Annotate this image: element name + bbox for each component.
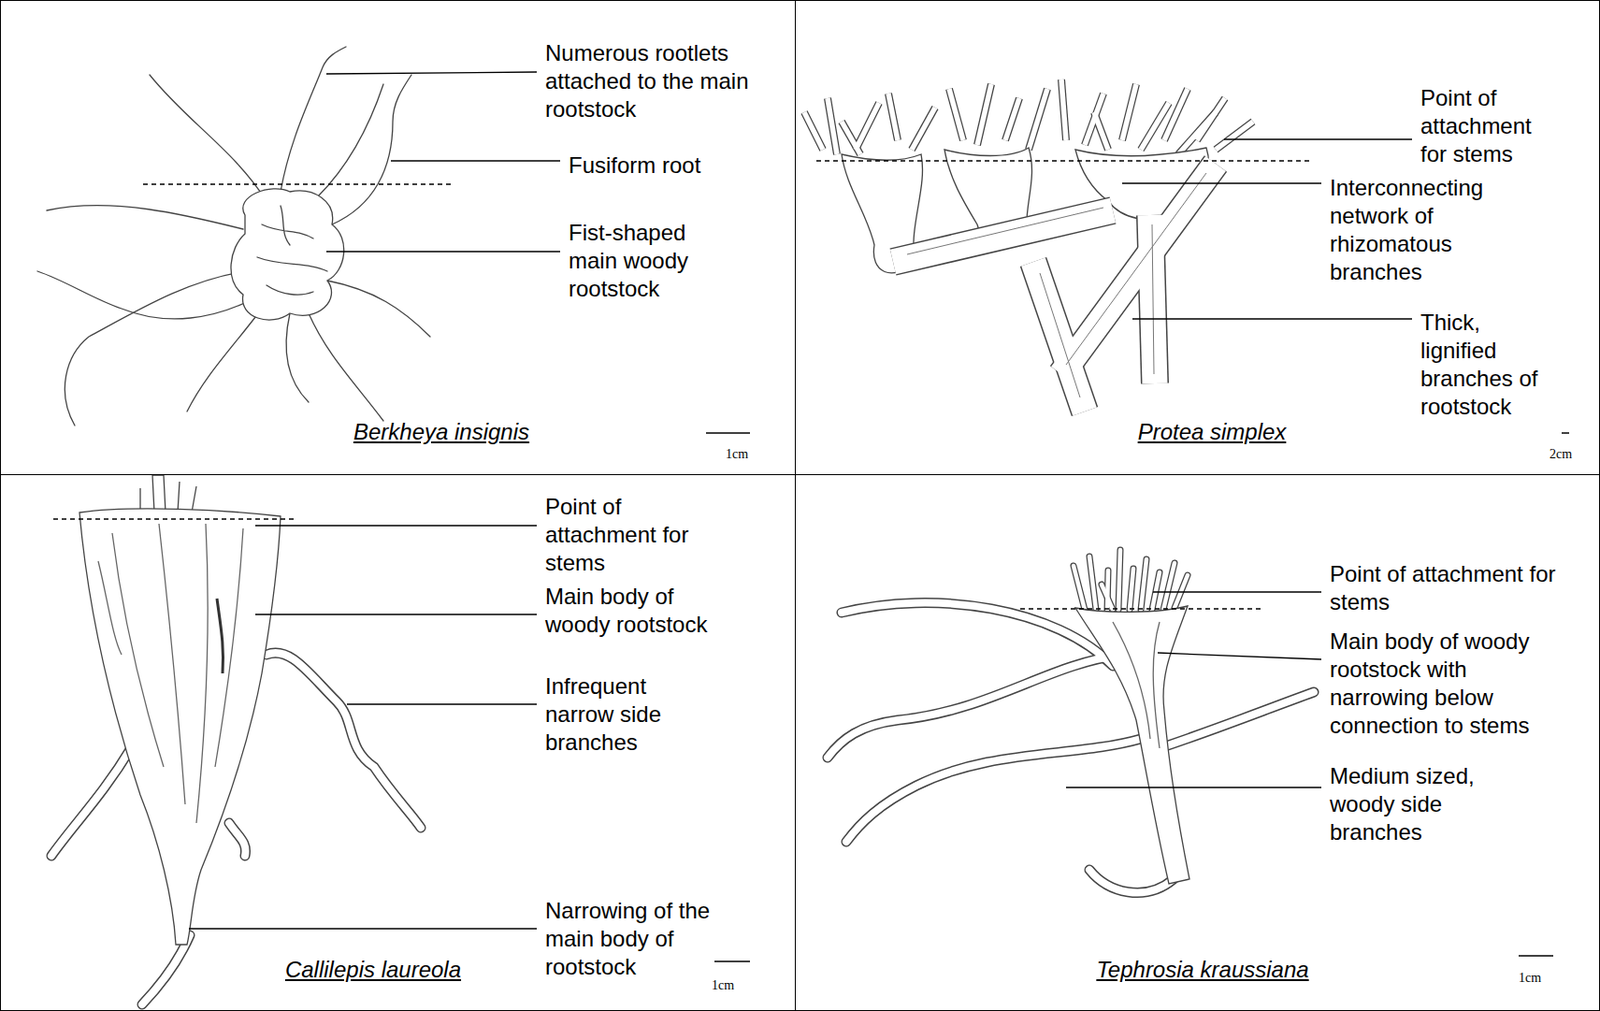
scale-text: 1cm	[725, 446, 749, 462]
figure-panel: Numerous rootlets attached to the main r…	[0, 0, 796, 476]
part-label: Thick, lignified branches of rootstock	[1420, 308, 1561, 421]
part-label: Point of attachment for stems	[1329, 560, 1564, 617]
figure-panel: Point of attachment for stemsMain body o…	[0, 474, 796, 1011]
figure-panel: Point of attachment for stemsMain body o…	[794, 474, 1600, 1011]
part-label: Point of attachment for stems	[1420, 84, 1561, 169]
scale-text: 1cm	[711, 978, 735, 994]
scale-text: 1cm	[1518, 970, 1542, 986]
species-name: Tephrosia kraussiana	[1095, 955, 1309, 984]
part-label: Point of attachment for stems	[545, 492, 723, 577]
species-name: Callilepis laureola	[285, 955, 462, 984]
species-name: Berkheya insignis	[353, 418, 530, 447]
part-label: Medium sized, woody side branches	[1329, 762, 1503, 847]
part-label: Numerous rootlets attached to the main r…	[545, 39, 770, 124]
part-label: Infrequent narrow side branches	[545, 672, 691, 757]
part-label: Fist-shaped main woody rootstock	[568, 218, 719, 303]
part-label: Main body of woody rootstock	[545, 582, 742, 639]
part-label: Fusiform root	[568, 151, 756, 180]
part-label: Interconnecting network of rhizomatous b…	[1329, 173, 1517, 287]
figure-panel: Point of attachment for stemsInterconnec…	[794, 0, 1600, 476]
scale-text: 2cm	[1549, 446, 1572, 462]
part-label: Narrowing of the main body of rootstock	[545, 896, 742, 981]
species-name: Protea simplex	[1138, 418, 1287, 447]
part-label: Main body of woody rootstock with narrow…	[1329, 627, 1564, 740]
